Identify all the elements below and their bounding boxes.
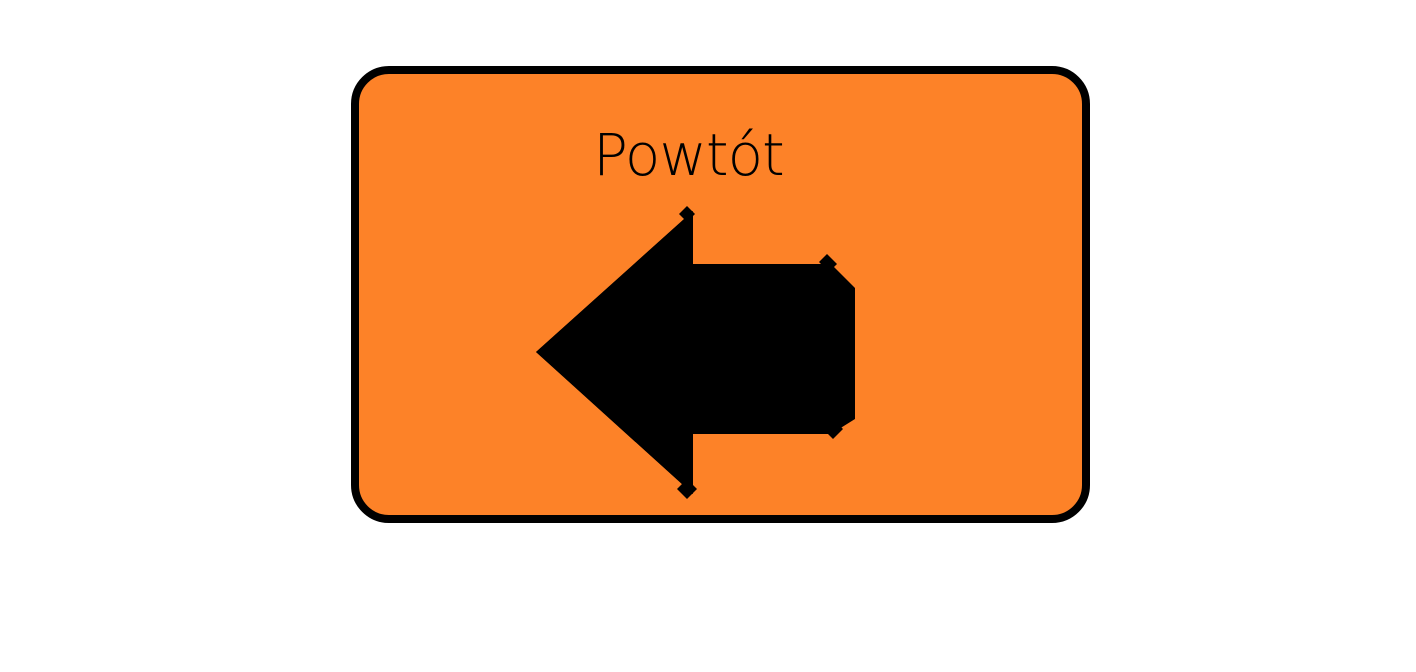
sign-title: Powtót xyxy=(593,121,785,189)
arrow-left-icon xyxy=(536,206,855,499)
detour-sign: Powtót xyxy=(351,66,1090,523)
